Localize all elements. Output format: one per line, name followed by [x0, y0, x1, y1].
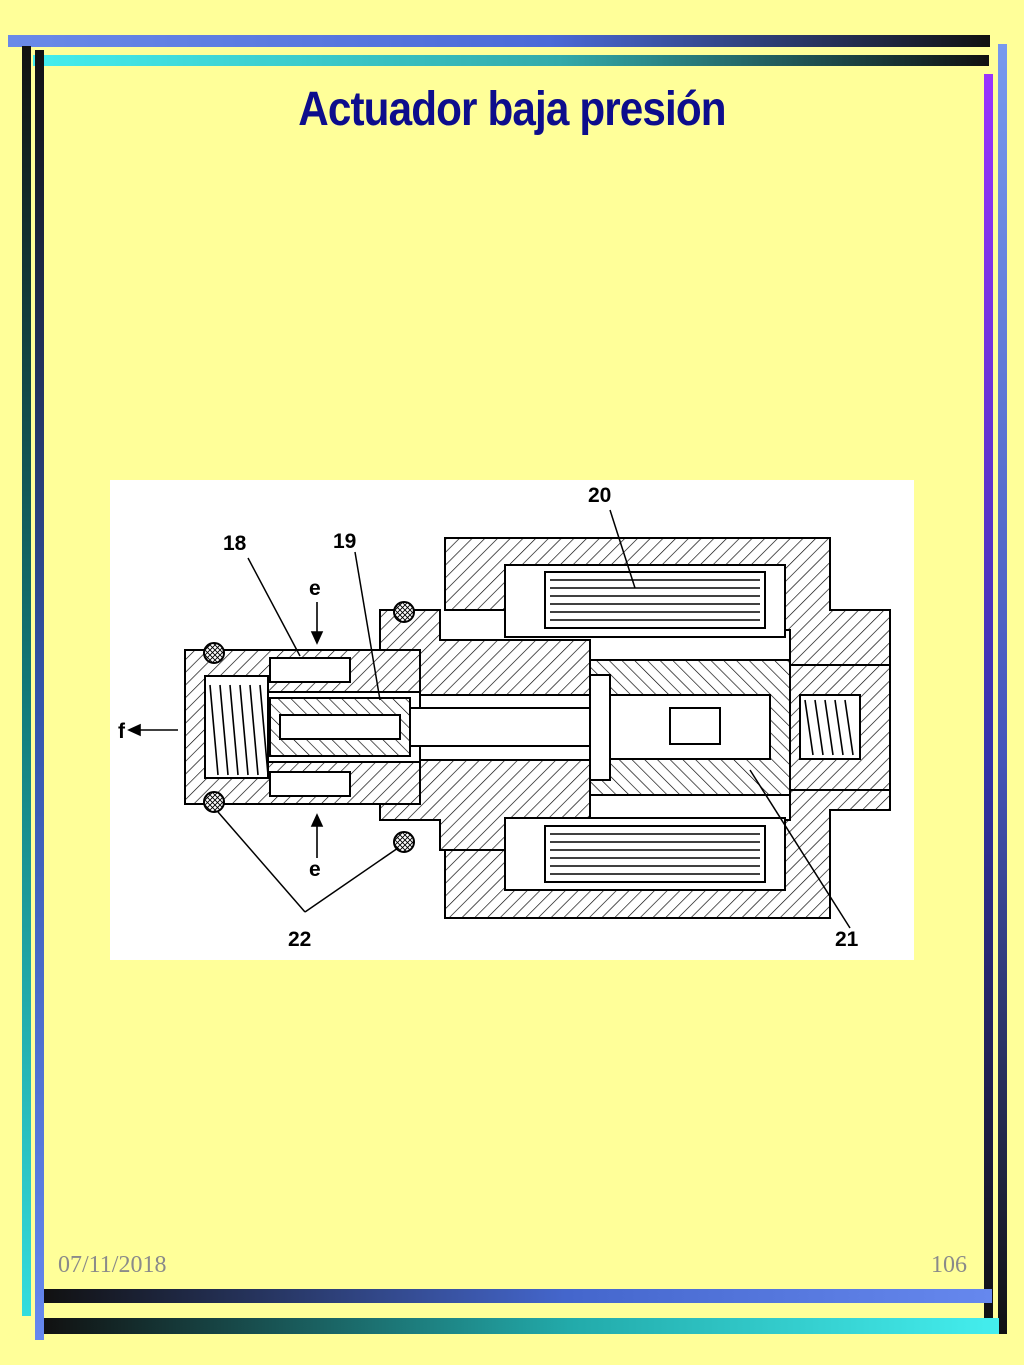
o-ring — [393, 831, 415, 853]
label-18: 18 — [223, 532, 247, 555]
label-20: 20 — [588, 484, 611, 507]
left-spring — [209, 684, 269, 776]
coil-windings-top — [544, 571, 766, 629]
frame-bottom-bar-2 — [44, 1318, 999, 1334]
leader-lines — [217, 509, 851, 929]
frame-top-bar-1 — [8, 35, 990, 47]
coil-windings-bottom — [544, 825, 766, 883]
frame-right-bar-1 — [984, 74, 993, 1324]
label-e-bottom: e — [309, 858, 321, 881]
central-body — [379, 609, 611, 851]
label-19: 19 — [333, 530, 356, 553]
frame-top-bar-2 — [33, 55, 989, 66]
slide-page-number: 106 — [931, 1252, 967, 1278]
slide-date: 07/11/2018 — [58, 1252, 167, 1278]
spool — [269, 697, 411, 757]
label-22: 22 — [288, 928, 311, 951]
label-f: f — [118, 720, 126, 743]
right-end-cap — [789, 664, 891, 791]
frame-right-bar-2 — [998, 44, 1007, 1334]
o-ring — [203, 791, 225, 813]
frame-left-bar-1 — [22, 46, 31, 1316]
slide-title: Actuador baja presión — [298, 83, 726, 136]
label-e-top: e — [309, 577, 321, 600]
frame-left-bar-2 — [35, 50, 44, 1340]
armature — [589, 659, 791, 796]
flow-arrows — [127, 602, 324, 858]
frame-bottom-bar-1 — [44, 1289, 992, 1303]
actuator-cross-section-diagram: 18 19 20 21 22 e e f — [110, 480, 914, 960]
o-ring — [203, 642, 225, 664]
label-21: 21 — [835, 928, 859, 951]
o-ring — [393, 601, 415, 623]
